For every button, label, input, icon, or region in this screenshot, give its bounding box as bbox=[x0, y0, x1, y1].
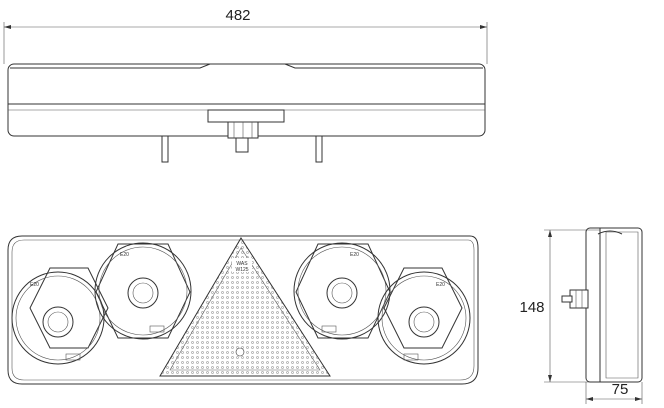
lamp-1: E20 bbox=[11, 267, 109, 365]
lamp-3: E20 bbox=[293, 242, 391, 340]
mounting-stud-right bbox=[315, 135, 323, 163]
triangle-mark-circle bbox=[235, 347, 245, 357]
lens-edge-left bbox=[10, 63, 211, 69]
width-label: 482 bbox=[225, 7, 250, 24]
height-label: 148 bbox=[519, 299, 544, 316]
front-view: WAS W125 E20 E20 bbox=[7, 235, 479, 385]
top-view: 482 bbox=[3, 7, 488, 163]
housing-side bbox=[585, 227, 643, 383]
lamp-4-code: E20 bbox=[436, 282, 445, 288]
triangle-brand: WAS bbox=[236, 261, 248, 267]
triangle-code: W125 bbox=[235, 267, 248, 273]
width-arrow-left bbox=[4, 25, 11, 29]
depth-label: 75 bbox=[612, 381, 629, 398]
reflector-triangle bbox=[159, 237, 331, 377]
lamp-1-code: E20 bbox=[30, 282, 39, 288]
lamp-3-code: E20 bbox=[350, 252, 359, 258]
side-connector bbox=[569, 289, 589, 309]
lamp-4: E20 bbox=[377, 267, 471, 365]
width-arrow-right bbox=[480, 25, 487, 29]
cable-stub bbox=[235, 137, 249, 153]
lamp-2: E20 bbox=[94, 242, 192, 340]
side-view: 148 75 bbox=[519, 227, 643, 404]
lens-edge-right bbox=[284, 63, 483, 69]
mounting-stud-left bbox=[161, 135, 169, 163]
lamp-2-code: E20 bbox=[120, 252, 129, 258]
cable-gland-base bbox=[207, 109, 285, 123]
housing-front bbox=[7, 235, 479, 385]
